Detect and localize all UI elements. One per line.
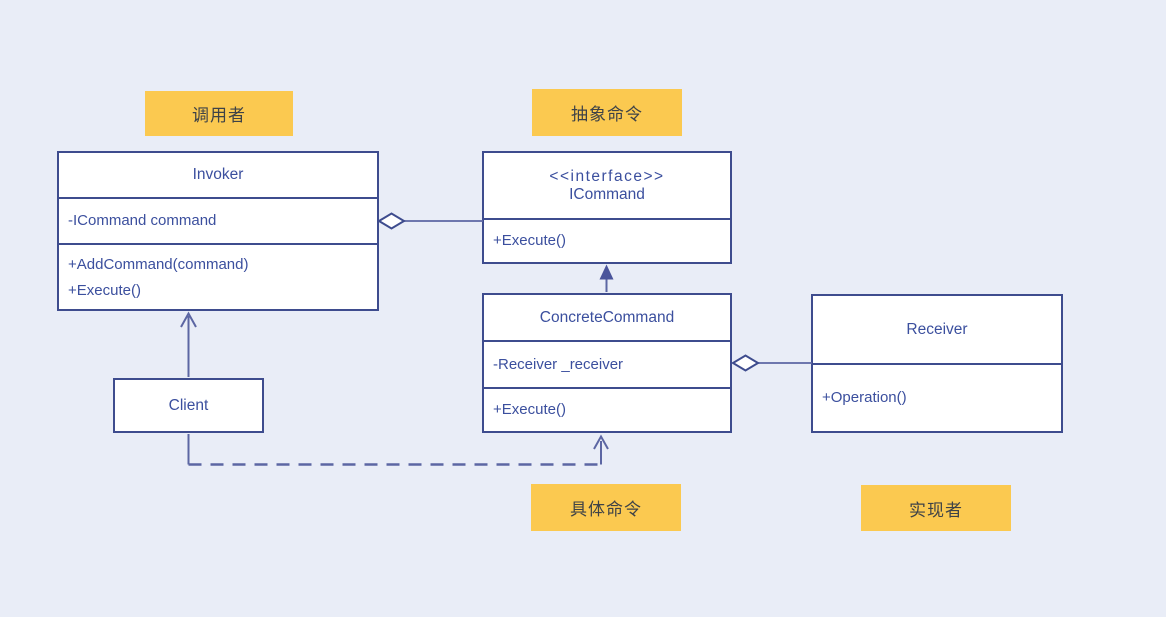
field: -Receiver _receiver [493, 355, 624, 373]
method: +Execute() [493, 401, 566, 418]
method: +Execute() [68, 282, 141, 299]
note-invoker: 调用者 [145, 91, 293, 136]
class-receiver: Receiver +Operation() [811, 294, 1063, 433]
class-concrete-command-title: ConcreteCommand [539, 308, 675, 326]
class-invoker-fields: -ICommand command [59, 197, 377, 243]
realization-concretecommand-icommand [599, 264, 614, 292]
method: +Operation() [822, 389, 907, 406]
class-concrete-command-methods: +Execute() [484, 387, 730, 431]
note-implementer: 实现者 [861, 485, 1011, 531]
aggregation-concretecommand-receiver [731, 354, 812, 372]
class-client: Client [113, 378, 264, 433]
aggregation-diamond [377, 212, 406, 230]
method: +Execute() [493, 232, 566, 249]
class-icommand-methods: +Execute() [484, 218, 730, 262]
method: +AddCommand(command) [68, 256, 249, 273]
note-concrete-command: 具体命令 [531, 484, 681, 531]
note-abstract-command: 抽象命令 [532, 89, 682, 136]
class-invoker-methods: +AddCommand(command) +Execute() [59, 243, 377, 309]
class-receiver-methods: +Operation() [813, 363, 1061, 431]
association-client-invoker [180, 311, 197, 377]
open-arrowhead [180, 311, 197, 328]
aggregation-diamond [731, 354, 760, 372]
open-arrowhead [593, 434, 609, 450]
class-concrete-command-fields: -Receiver _receiver [484, 340, 730, 387]
class-client-title: Client [168, 396, 209, 414]
field: -ICommand command [68, 212, 217, 229]
class-concrete-command: ConcreteCommand -Receiver _receiver +Exe… [482, 293, 732, 433]
class-icommand: <<interface>> ICommand +Execute() [482, 151, 732, 264]
class-icommand-title: <<interface>> ICommand [484, 153, 730, 218]
dependency-client-concretecommand [187, 434, 609, 466]
class-icommand-stereotype: <<interface>> [549, 167, 665, 185]
class-invoker-title: Invoker [192, 166, 244, 183]
aggregation-invoker-icommand [377, 212, 483, 230]
class-invoker: Invoker -ICommand command +AddCommand(co… [57, 151, 379, 311]
class-icommand-name: ICommand [569, 185, 645, 203]
class-receiver-title: Receiver [906, 320, 968, 338]
realization-arrowhead [599, 264, 614, 280]
